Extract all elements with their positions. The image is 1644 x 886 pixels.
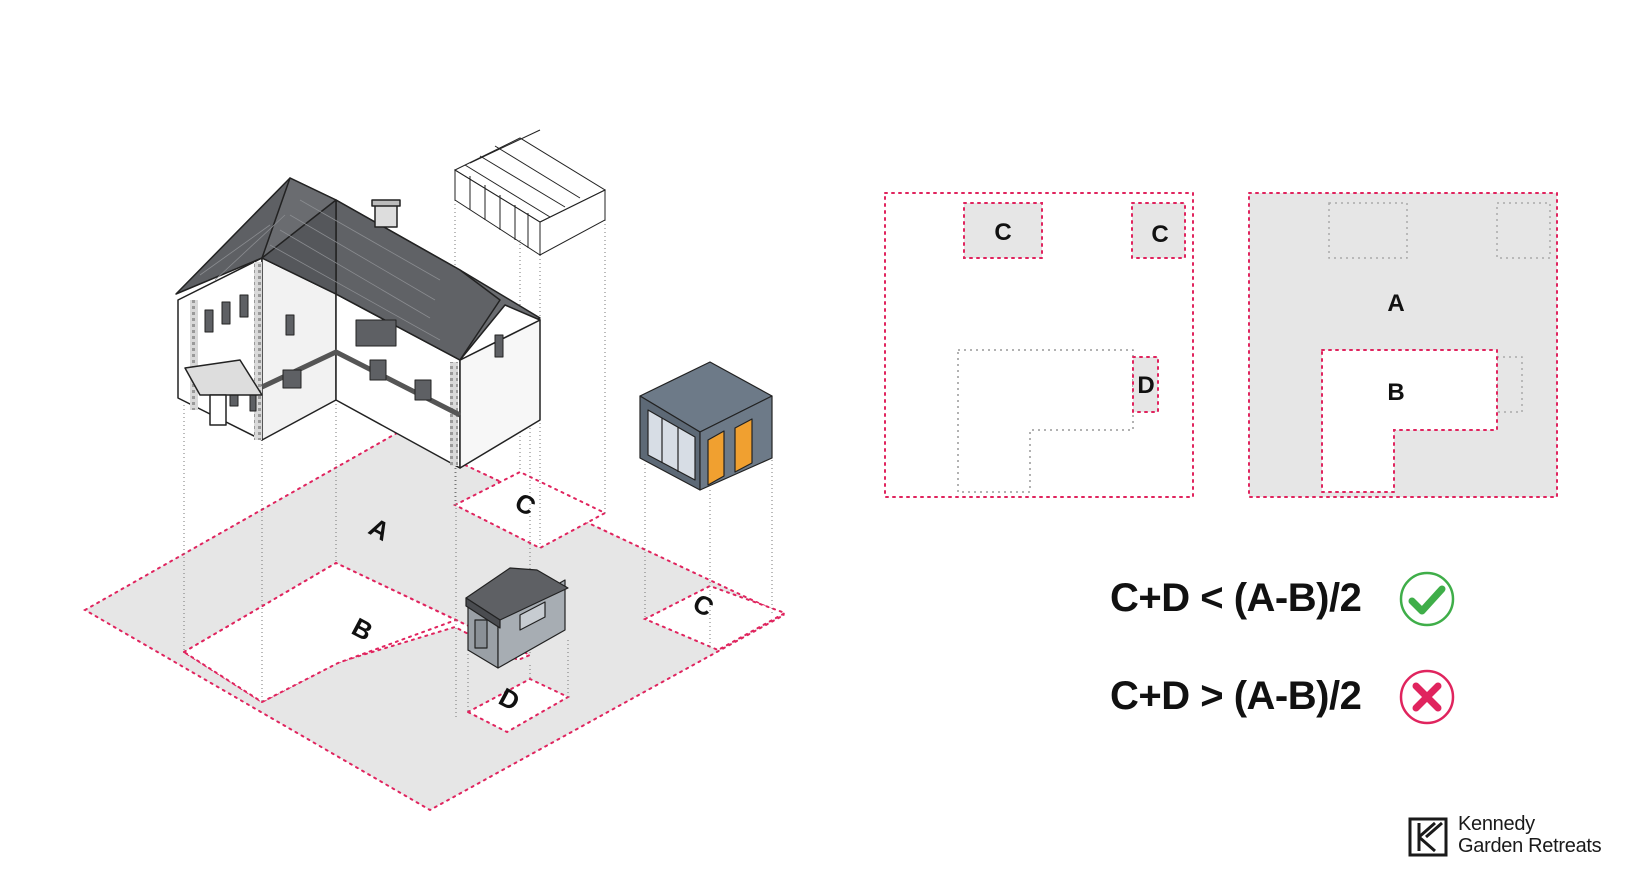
check-circle-icon [1398, 570, 1456, 628]
house-illustration [176, 178, 540, 468]
plan-garden-boundary [1249, 193, 1557, 497]
garden-room-illustration [640, 362, 772, 490]
formula-not-allowed: C+D > (A-B)/2 [1110, 674, 1361, 719]
k-monogram-icon [1408, 817, 1448, 857]
brand-name-line1: Kennedy [1458, 813, 1535, 836]
plan-garden-area: A B [1249, 193, 1557, 497]
brand-logo: Kennedy Garden Retreats [1408, 813, 1628, 859]
plan-label-c2: C [1151, 221, 1168, 248]
garden-room-door [708, 431, 724, 485]
brand-name-line2: Garden Retreats [1458, 835, 1601, 858]
chimney [375, 205, 397, 227]
plan-label-a: A [1387, 290, 1404, 317]
plan-outbuildings: C C D [885, 193, 1193, 497]
formula-allowed: C+D < (A-B)/2 [1110, 576, 1361, 621]
greenhouse-illustration [455, 130, 605, 255]
cross-circle-icon [1398, 668, 1456, 726]
plan-label-d: D [1137, 372, 1154, 399]
plan-label-c1: C [994, 219, 1011, 246]
plan-label-b: B [1387, 379, 1404, 406]
front-door [210, 395, 226, 425]
